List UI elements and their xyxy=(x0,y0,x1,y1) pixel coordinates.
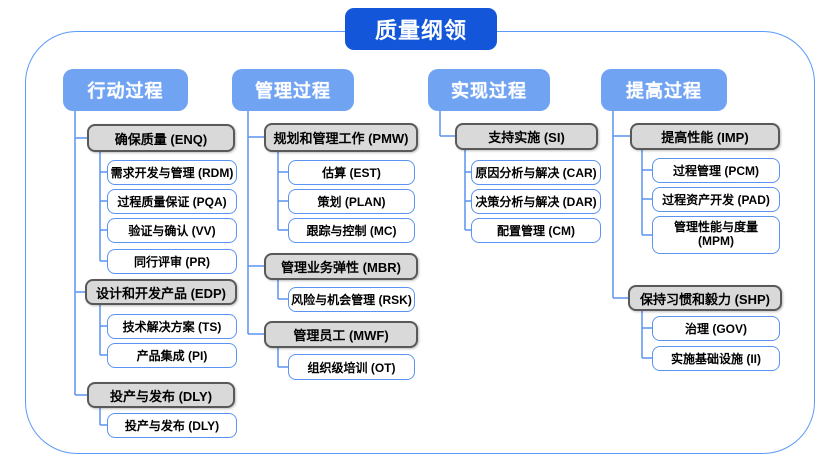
column-header-action-process: 行动过程 xyxy=(63,69,188,111)
node-gov: 治理 (GOV) xyxy=(652,316,780,341)
node-pcm: 过程管理 (PCM) xyxy=(652,158,780,183)
column-header-realization-process: 实现过程 xyxy=(428,69,550,111)
connector-column-realization xyxy=(439,111,471,231)
node-vv: 验证与确认 (VV) xyxy=(107,218,237,243)
node-ot: 组织级培训 (OT) xyxy=(288,354,415,380)
node-dar: 决策分析与解决 (DAR) xyxy=(471,189,601,214)
diagram-title: 质量纲领 xyxy=(345,8,497,50)
node-plan: 策划 (PLAN) xyxy=(288,189,415,214)
node-car: 原因分析与解决 (CAR) xyxy=(471,160,601,185)
node-ii: 实施基础设施 (II) xyxy=(652,346,780,371)
node-pr: 同行评审 (PR) xyxy=(107,249,237,274)
node-rsk: 风险与机会管理 (RSK) xyxy=(288,287,415,312)
connector-column-action xyxy=(74,111,107,426)
node-pmw: 规划和管理工作 (PMW) xyxy=(264,123,418,152)
node-mwf: 管理员工 (MWF) xyxy=(264,321,418,348)
connector-column-improvement xyxy=(612,111,652,359)
node-enq: 确保质量 (ENQ) xyxy=(87,124,235,152)
node-pqa: 过程质量保证 (PQA) xyxy=(107,189,237,214)
node-est: 估算 (EST) xyxy=(288,160,415,185)
node-dly: 投产与发布 (DLY) xyxy=(87,382,235,408)
node-dly-child: 投产与发布 (DLY) xyxy=(107,413,237,438)
node-imp: 提高性能 (IMP) xyxy=(630,123,780,150)
node-mc: 跟踪与控制 (MC) xyxy=(288,218,415,243)
node-mpm: 管理性能与度量 (MPM) xyxy=(652,216,780,254)
node-edp: 设计和开发产品 (EDP) xyxy=(85,279,237,305)
node-ts: 技术解决方案 (TS) xyxy=(107,314,237,339)
node-shp: 保持习惯和毅力 (SHP) xyxy=(628,285,782,311)
connector-column-management xyxy=(247,111,288,368)
node-pad: 过程资产开发 (PAD) xyxy=(652,187,780,212)
node-pi: 产品集成 (PI) xyxy=(107,343,237,368)
column-header-improvement-process: 提高过程 xyxy=(601,69,727,111)
node-cm: 配置管理 (CM) xyxy=(471,218,601,243)
column-header-management-process: 管理过程 xyxy=(232,69,354,111)
node-mbr: 管理业务弹性 (MBR) xyxy=(264,253,418,280)
node-rdm: 需求开发与管理 (RDM) xyxy=(107,160,237,185)
node-si: 支持实施 (SI) xyxy=(455,123,598,150)
